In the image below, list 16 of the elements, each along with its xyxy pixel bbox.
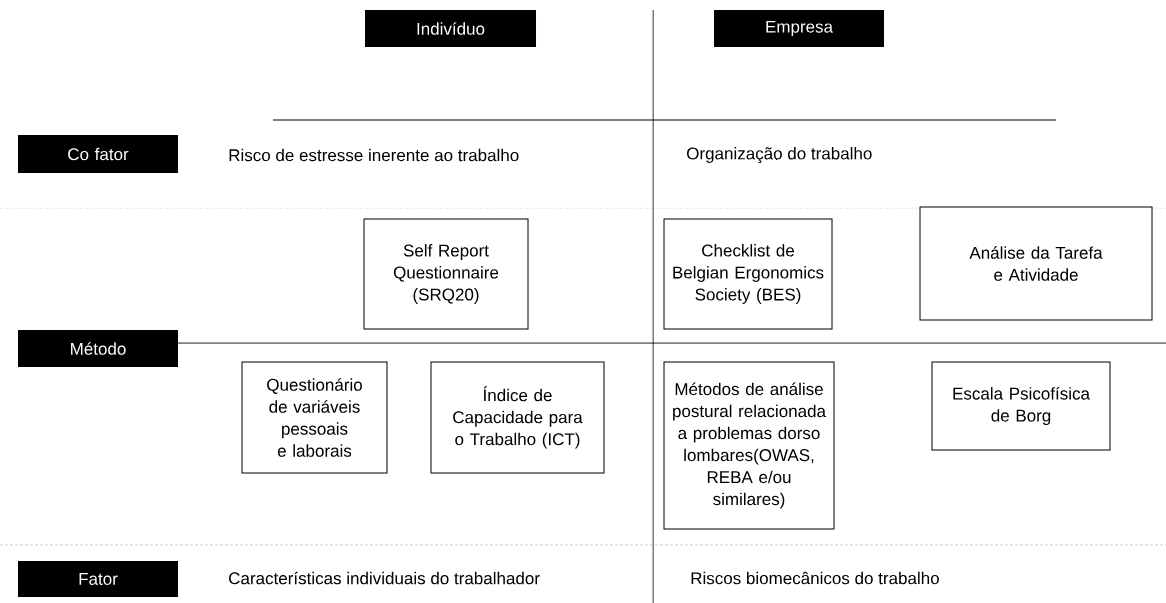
method-box: Questionário de variáveis pessoais e laborais [241, 361, 388, 474]
row-label-box: Fator [18, 561, 178, 597]
method-box: Escala Psicofísica de Borg [931, 361, 1111, 451]
method-box: Self Report Questionnaire (SRQ20) [363, 218, 529, 330]
method-box: Métodos de análise postural relacionada a problemas dorso lombares(OWAS, REBA e/ou similares) [663, 361, 835, 530]
method-box: Análise da Tarefa e Atividade [919, 206, 1153, 321]
category-text: Organização do trabalho [687, 147, 872, 163]
header-box: Indivíduo [365, 10, 536, 47]
category-text: Características individuais do trabalhador [229, 571, 540, 585]
row-label-box: Método [18, 330, 178, 367]
category-text: Riscos biomecânicos do trabalho [691, 571, 939, 585]
method-box: Checklist de Belgian Ergonomics Society (BES) [663, 218, 833, 330]
header-box: Empresa [714, 10, 884, 47]
category-text: Risco de estresse inerente ao trabalho [229, 148, 519, 162]
row-label-box: Co fator [18, 135, 178, 173]
method-box: Índice de Capacidade para o Trabalho (ICT) [430, 361, 605, 474]
